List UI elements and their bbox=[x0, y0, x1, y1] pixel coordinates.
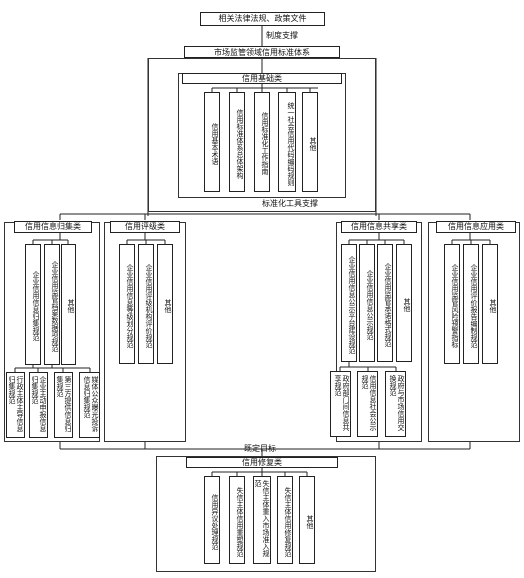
collect-sub: 第三方提供信息归集规范 bbox=[54, 372, 73, 438]
rating-item: 其他 bbox=[157, 244, 173, 364]
share-sub: 信用信息社会公示规范 bbox=[357, 371, 378, 437]
share-item: 企业信用信息公示规范 bbox=[359, 244, 375, 362]
basic-item: 信用标准体系总体架构 bbox=[229, 92, 245, 192]
collect-title: 信用信息归集类 bbox=[14, 221, 92, 233]
share-sub: 政府部门间信息共享规范 bbox=[330, 371, 351, 437]
repair-title: 信用修复类 bbox=[186, 457, 338, 468]
rating-item: 企业信用评级机构评价规范 bbox=[138, 244, 154, 364]
source-label: 相关法律法规、政策文件 bbox=[218, 14, 307, 23]
repair-item: 其他 bbox=[299, 476, 315, 564]
apply-title-label: 信用信息应用类 bbox=[448, 222, 504, 231]
repair-title-label: 信用修复类 bbox=[242, 458, 282, 467]
collect-sub: 媒体公众曝光投诉信息归集规范 bbox=[79, 372, 100, 438]
collect-item: 其他 bbox=[61, 244, 76, 365]
rating-title: 信用评级类 bbox=[110, 221, 180, 233]
rating-title-label: 信用评级类 bbox=[125, 222, 165, 231]
collect-sub: 企业主动申报信息归集规范 bbox=[29, 372, 48, 438]
share-item: 企业信用信息公示平台建设规范 bbox=[341, 244, 357, 362]
repair-item: 失信主体重入市场准入规范 bbox=[253, 476, 271, 564]
repair-item: 失信主体信用修复规范 bbox=[277, 476, 293, 564]
apply-item: 企业信用评价报告编制规范 bbox=[463, 244, 479, 364]
system-label: 市场监管领域信用标准体系 bbox=[214, 48, 310, 57]
collect-sub: 行政主体主导信息归集规范 bbox=[6, 372, 25, 438]
basic-item: 信用标准化工作指南 bbox=[254, 92, 270, 192]
tool-support-label: 标准化工具支撑 bbox=[262, 199, 318, 208]
repair-frame bbox=[156, 456, 376, 572]
rating-item: 企业信用信息等级划分规范 bbox=[119, 244, 135, 364]
target-label: 既定目标 bbox=[244, 444, 276, 453]
basic-title-label: 信用基础类 bbox=[242, 74, 282, 83]
system-box: 市场监管领域信用标准体系 bbox=[184, 46, 340, 58]
basic-item: 统一社会信用代码编码规则 bbox=[278, 92, 296, 192]
share-title-label: 信用信息共享类 bbox=[351, 222, 407, 231]
basic-item: 其他 bbox=[302, 92, 318, 192]
repair-item: 信用异议处理规范 bbox=[204, 476, 220, 564]
system-frame bbox=[148, 58, 376, 212]
collect-item: 企业信用监管档案数据项规范 bbox=[44, 244, 60, 365]
apply-item: 其他 bbox=[482, 244, 498, 364]
repair-item: 失信主体信用重塑规范 bbox=[229, 476, 245, 564]
collect-title-label: 信用信息归集类 bbox=[25, 222, 81, 231]
collect-item: 企业信用信息归集规范 bbox=[25, 244, 41, 365]
share-item: 其他 bbox=[396, 244, 412, 362]
share-item: 企业信用监管承诺格式规范 bbox=[377, 244, 393, 362]
basic-title: 信用基础类 bbox=[182, 73, 342, 84]
apply-title: 信用信息应用类 bbox=[436, 221, 516, 233]
support-label: 制度支撑 bbox=[266, 31, 298, 40]
source-box: 相关法律法规、政策文件 bbox=[200, 12, 325, 26]
share-sub: 政府与市场信用交换规范 bbox=[385, 371, 406, 437]
basic-item: 信用基本术语 bbox=[204, 92, 220, 192]
apply-item: 企业信用监管风险预警指标 bbox=[444, 244, 460, 364]
share-title: 信用信息共享类 bbox=[341, 221, 417, 233]
